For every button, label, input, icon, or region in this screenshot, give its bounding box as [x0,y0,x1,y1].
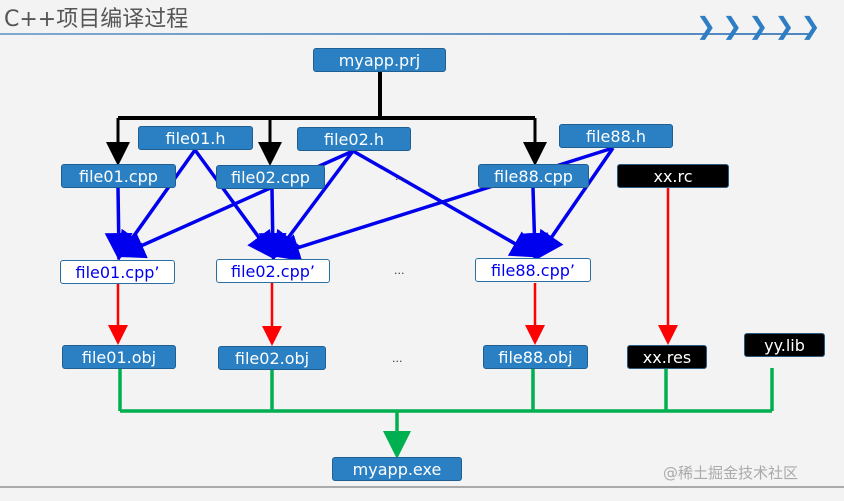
link-edges [118,368,774,459]
node-xx-res: xx.res [627,345,707,369]
node-file88-h: file88.h [559,124,673,148]
ellipsis: ... [394,264,405,277]
compile-edges [108,187,678,346]
bottom-divider [0,486,844,488]
ellipsis: ... [392,352,403,365]
node-file01-cpp: file01.cpp [61,164,176,188]
chevron-icons: ❯❯❯❯❯ [696,12,827,40]
node-yy-lib: yy.lib [744,333,825,357]
ellipsis: ... [395,170,406,183]
node-file02-cpp: file02.cpp [216,165,325,189]
project-edges [106,72,547,166]
page-title: C++项目编译过程 [4,7,189,32]
watermark: @稀土掘金技术社区 [663,464,799,482]
node-myapp-exe: myapp.exe [332,457,462,481]
node-file01-obj: file01.obj [62,345,176,369]
node-file01-h: file01.h [138,126,253,150]
include-edges [104,146,615,262]
node-file88-cpp: file88.cpp [478,164,589,188]
node-file88-cpp-preprocessed: file88.cpp’ [475,258,591,282]
node-xx-rc: xx.rc [617,164,729,188]
node-file02-h: file02.h [297,127,411,151]
title-divider [0,33,810,35]
node-file01-cpp-preprocessed: file01.cpp’ [60,260,175,284]
node-file02-obj: file02.obj [218,346,326,370]
node-myapp-prj: myapp.prj [313,48,446,72]
node-file02-cpp-preprocessed: file02.cpp’ [216,259,330,283]
node-file88-obj: file88.obj [483,345,588,369]
